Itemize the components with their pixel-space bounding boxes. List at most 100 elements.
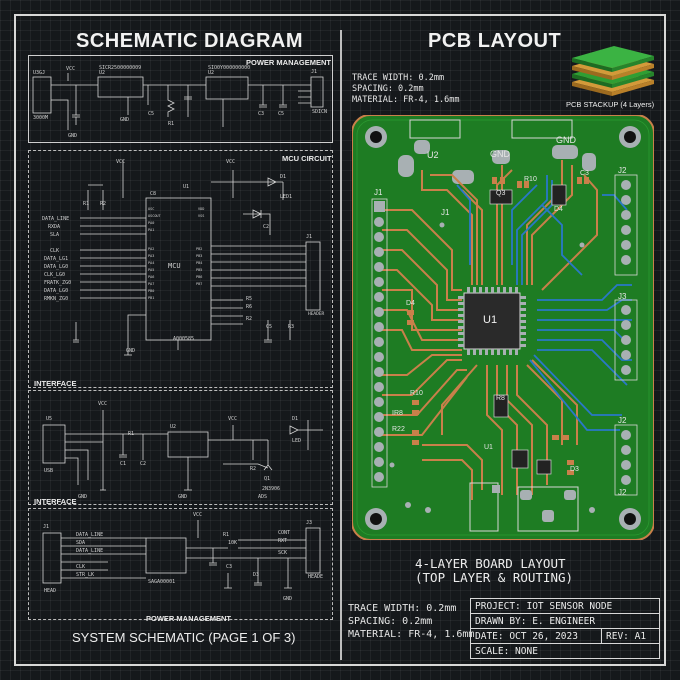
interface-label-1: INTERFACE	[34, 379, 77, 388]
svg-text:HEADE: HEADE	[308, 574, 323, 580]
svg-text:R1: R1	[128, 431, 134, 437]
svg-text:RXT: RXT	[278, 538, 287, 544]
svg-text:GND: GND	[120, 117, 129, 123]
svg-text:PB7: PB7	[196, 282, 202, 286]
spec-trace-width-bottom: TRACE WIDTH: 0.2mm	[348, 603, 457, 614]
svg-text:U1: U1	[183, 184, 189, 190]
svg-text:J1: J1	[311, 69, 317, 75]
svg-text:VSS: VSS	[198, 214, 204, 218]
section-divider	[340, 30, 342, 660]
spec-material-top: MATERIAL: FR-4, 1.6mm	[352, 95, 460, 105]
pcb-label-j1: J1	[374, 188, 383, 197]
svg-text:U2: U2	[99, 70, 105, 76]
svg-text:CONT: CONT	[278, 530, 290, 536]
svg-text:PB0: PB0	[148, 289, 154, 293]
svg-text:CLK_LG0: CLK_LG0	[44, 272, 65, 278]
interface-schematic-1: U5 USB VCC R1 C1 C2 U2 VCC R2 Q1 2N3906 …	[42, 401, 323, 500]
svg-text:SICR2500000009: SICR2500000009	[99, 65, 141, 71]
pcb-label-c3: C3	[580, 170, 589, 177]
svg-text:SDA: SDA	[76, 540, 85, 546]
svg-text:D3: D3	[253, 572, 259, 578]
svg-text:PA3: PA3	[148, 254, 154, 258]
mounting-holes	[365, 126, 641, 530]
pcb-label-u1: U1	[483, 314, 498, 326]
spec-spacing-top: SPACING: 0.2mm	[352, 84, 424, 94]
svg-text:PB5: PB5	[196, 268, 202, 272]
pcb-u1-chip	[458, 287, 526, 355]
svg-text:GND: GND	[78, 494, 87, 500]
svg-text:D1: D1	[280, 174, 286, 180]
title-block-rev: REV: A1	[601, 628, 660, 644]
svg-text:PA0: PA0	[148, 221, 154, 225]
svg-text:RMKN_ZG0: RMKN_ZG0	[44, 296, 68, 302]
svg-text:PA6: PA6	[148, 275, 154, 279]
svg-text:PB6: PB6	[196, 275, 202, 279]
head-label: HEAD	[44, 588, 56, 594]
pcb-label-j3: J3	[618, 292, 627, 301]
svg-text:DATA_LINE: DATA_LINE	[76, 548, 103, 554]
power-management-label-bottom: POWER MANAGEMENT	[146, 614, 231, 623]
gnd-label-1: GND	[68, 133, 77, 139]
pcb-label-j1-inner: J1	[441, 208, 450, 217]
u5-label: U5	[46, 416, 52, 422]
pcb-label-j2-bottom: J2	[618, 488, 627, 497]
svg-text:A000585: A000585	[173, 336, 194, 342]
vcc-label-2: VCC	[116, 159, 125, 165]
svg-text:DATA_LG0: DATA_LG0	[44, 264, 68, 270]
svg-text:C3: C3	[226, 564, 232, 570]
svg-text:C3: C3	[258, 111, 264, 117]
svg-text:C5: C5	[148, 111, 154, 117]
svg-text:R2: R2	[100, 201, 106, 207]
svg-text:PA1: PA1	[148, 228, 154, 232]
svg-text:R1: R1	[223, 532, 229, 538]
svg-text:VCC: VCC	[193, 512, 202, 518]
svg-text:VDD: VDD	[198, 207, 204, 211]
system-schematic-title: SYSTEM SCHEMATIC (PAGE 1 OF 3)	[72, 630, 296, 645]
svg-text:GND: GND	[178, 494, 187, 500]
svg-text:CLK: CLK	[50, 248, 59, 254]
j3-label: J3	[306, 520, 312, 526]
svg-text:STR_LK: STR_LK	[76, 572, 94, 578]
svg-text:PA7: PA7	[148, 282, 154, 286]
svg-text:R5: R5	[246, 296, 252, 302]
pcb-label-j2-top: J2	[618, 166, 627, 175]
pcb-label-q3: Q3	[496, 190, 506, 197]
board-layout-title-1: 4-LAYER BOARD LAYOUT	[415, 556, 566, 571]
power-management-schematic: VCC U3GJ 3000M U2 SICR2500000009 U2 SIO0…	[32, 65, 327, 139]
svg-text:R2: R2	[250, 466, 256, 472]
svg-text:R2: R2	[246, 316, 252, 322]
svg-text:PA5: PA5	[148, 268, 154, 272]
title-block-date: DATE: OCT 26, 2023	[470, 628, 602, 644]
svg-text:VCC: VCC	[228, 416, 237, 422]
svg-text:U2: U2	[170, 424, 176, 430]
mcu-circuit-label: MCU CIRCUIT	[282, 154, 332, 163]
svg-text:3000M: 3000M	[33, 115, 48, 121]
interface-schematic-2: J1 HEAD DATA_LINE SDA DATA_LINE CLK STR_…	[42, 512, 323, 602]
spec-trace-width-top: TRACE WIDTH: 0.2mm	[352, 73, 445, 83]
svg-text:U2: U2	[208, 70, 214, 76]
svg-text:LED: LED	[292, 438, 301, 444]
pcb-label-r10-bottom: R10	[410, 390, 423, 397]
power-management-label-top: POWER MANAGEMENT	[246, 58, 331, 67]
header-label: HEADER	[308, 311, 325, 317]
board-layout-title-2: (TOP LAYER & ROUTING)	[415, 570, 574, 585]
pcb-label-gnd-2: GND	[556, 135, 576, 145]
pcb-label-u1-lower: U1	[484, 444, 493, 451]
pcb-label-d3: D3	[570, 466, 579, 473]
pcb-label-r22: R22	[392, 426, 405, 433]
svg-text:ADS: ADS	[258, 494, 267, 500]
svg-text:PB1: PB1	[148, 296, 154, 300]
interface-block-2	[28, 508, 333, 620]
svg-text:C2: C2	[140, 461, 146, 467]
svg-text:RXDA: RXDA	[48, 224, 60, 230]
svg-text:SLA: SLA	[50, 232, 59, 238]
svg-text:PA4: PA4	[148, 261, 154, 265]
svg-text:C5: C5	[266, 324, 272, 330]
svg-text:DATA_LG1: DATA_LG1	[44, 256, 68, 262]
pcb-title: PCB LAYOUT	[428, 30, 562, 52]
svg-text:PA2: PA2	[148, 247, 154, 251]
svg-text:PB4: PB4	[196, 261, 202, 265]
pcb-stackup-illustration	[572, 46, 654, 96]
svg-text:DATA_LG0: DATA_LG0	[44, 288, 68, 294]
svg-text:SAGA00001: SAGA00001	[148, 579, 175, 585]
